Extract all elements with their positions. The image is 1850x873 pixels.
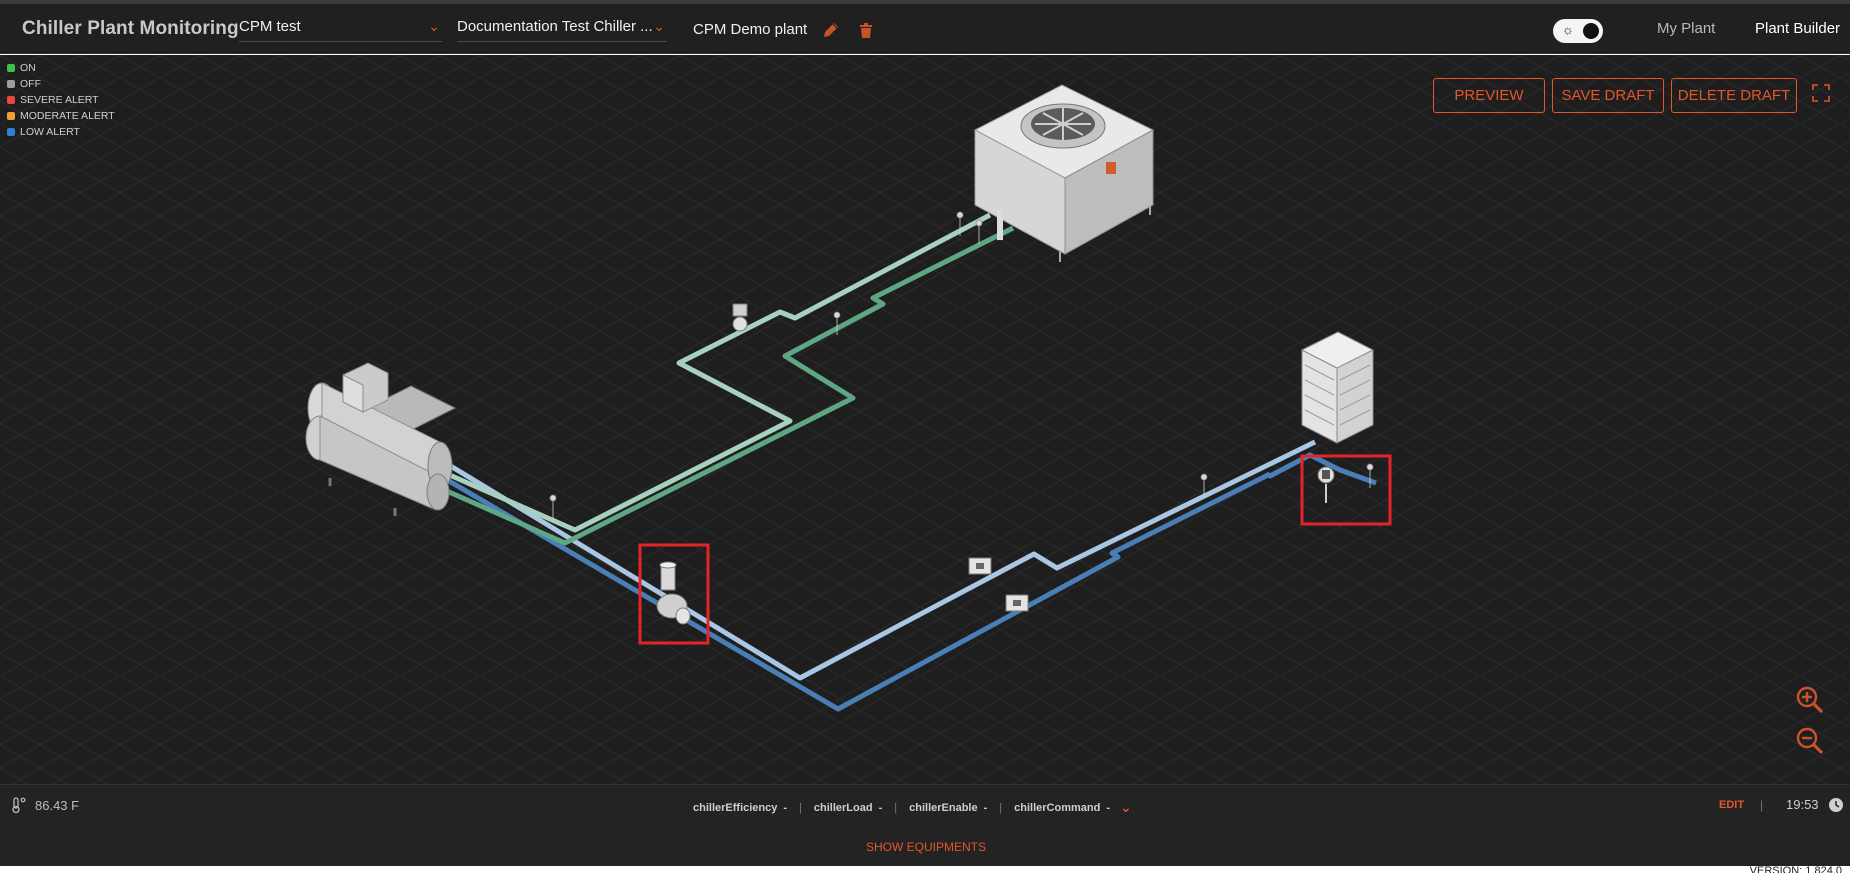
equipment-bar: SHOW EQUIPMENTS [0,824,1850,866]
chiller-select[interactable]: Documentation Test Chiller ... ⌄ [457,18,667,42]
site-select-value: CPM test [239,18,301,35]
theme-toggle[interactable]: ☼ [1553,19,1603,43]
clock-icon [1829,798,1843,812]
legend-item-severe: SEVERE ALERT [7,92,115,108]
zoom-out-icon[interactable] [1795,726,1825,756]
tab-my-plant[interactable]: My Plant [1657,20,1716,37]
flow-meter [968,557,992,575]
edit-link[interactable]: EDIT [1719,799,1745,811]
temperature-value: 86.43 F [35,798,80,813]
plant-scene [305,84,1392,712]
flow-meter [1005,594,1029,612]
thermometer-icon [12,797,26,814]
zoom-in-icon[interactable] [1795,685,1825,715]
delete-trash-icon[interactable] [856,20,876,40]
chevron-down-icon[interactable]: ⌄ [1120,799,1132,815]
status-legend: ON OFF SEVERE ALERT MODERATE ALERT LOW A… [7,60,115,140]
cooling-tower [973,84,1155,262]
preview-button[interactable]: PREVIEW [1433,78,1545,113]
version-label: VERSION: 1.824.0 [1749,865,1842,873]
toggle-knob [1583,23,1599,39]
divider: | [1760,798,1764,812]
plant-name: CPM Demo plant [693,21,808,38]
app-header: Chiller Plant Monitoring CPM test ⌄ Docu… [0,4,1850,58]
legend-item-low: LOW ALERT [7,124,115,140]
app-title: Chiller Plant Monitoring [22,18,239,39]
current-time: 19:53 [1786,797,1819,812]
sun-icon: ☼ [1562,22,1574,37]
edit-pencil-icon[interactable] [821,20,841,40]
metric-chiller-enable: chillerEnable- [909,801,988,814]
pump-chilled-water [638,543,710,645]
metric-chiller-efficiency: chillerEfficiency- [693,801,788,814]
top-strip [0,0,1850,4]
tab-plant-builder[interactable]: Plant Builder [1740,20,1850,58]
legend-item-on: ON [7,60,115,76]
sensor-pins [549,211,1374,520]
building-load [1300,331,1375,444]
pipe-condenser-supply [386,212,992,533]
legend-item-moderate: MODERATE ALERT [7,108,115,124]
pipe-chilled-return [343,417,1272,712]
legend-item-off: OFF [7,76,115,92]
chiller-unit [305,362,457,516]
chiller-metrics: chillerEfficiency- | chillerLoad- | chil… [693,799,1132,815]
site-select[interactable]: CPM test ⌄ [239,18,442,42]
chevron-down-icon: ⌄ [428,18,440,34]
flow-meter [732,303,748,332]
valve-building [1300,454,1392,526]
chevron-down-icon: ⌄ [653,18,665,34]
pipe-chilled-supply [353,405,1317,681]
show-equipments-link[interactable]: SHOW EQUIPMENTS [866,840,987,854]
chiller-select-value: Documentation Test Chiller ... [457,18,653,35]
save-draft-button[interactable]: SAVE DRAFT [1552,78,1664,113]
plant-canvas[interactable]: ON OFF SEVERE ALERT MODERATE ALERT LOW A… [0,55,1850,784]
pipe-condenser-return [381,225,1015,546]
metric-chiller-load: chillerLoad- [813,801,883,814]
fullscreen-icon[interactable] [1811,83,1831,103]
metric-chiller-command: chillerCommand- [1014,801,1110,814]
status-bar: 86.43 F chillerEfficiency- | chillerLoad… [0,784,1850,824]
delete-draft-button[interactable]: DELETE DRAFT [1671,78,1797,113]
